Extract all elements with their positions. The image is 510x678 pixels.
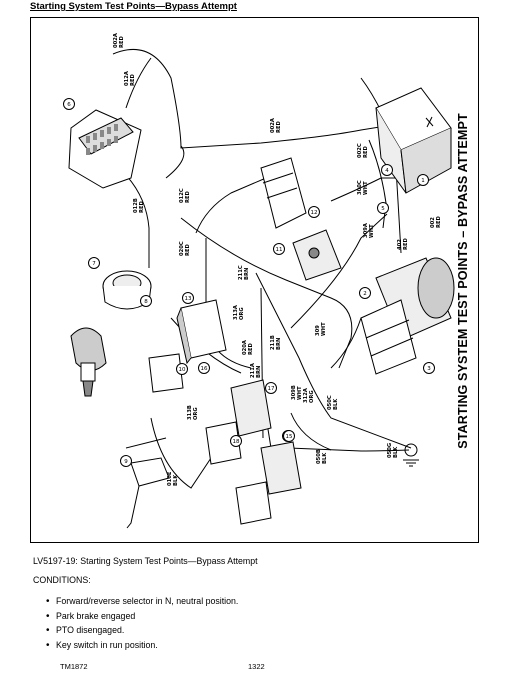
test-point-circle <box>230 435 242 447</box>
test-point-circle <box>417 174 429 186</box>
wire-label: 211BBRN <box>270 335 282 350</box>
ground-icon <box>403 443 419 467</box>
wire-label: 211ABRN <box>250 363 262 378</box>
relay-icon <box>148 299 302 525</box>
test-point-circle <box>359 287 371 299</box>
test-point-circle <box>265 382 277 394</box>
section-title: Starting System Test Points—Bypass Attem… <box>30 1 237 12</box>
test-point-number: 2 <box>363 291 367 297</box>
diagram-side-title-text: STARTING SYSTEM TEST POINTS – BYPASS ATT… <box>456 113 470 449</box>
test-point-marker: 10 <box>176 363 188 375</box>
test-point-circle <box>120 455 132 467</box>
test-point-marker: 2 <box>359 287 371 299</box>
test-point-circle <box>63 98 75 110</box>
test-point-marker: 7 <box>88 257 100 269</box>
test-point-circle <box>283 430 295 442</box>
test-point-circle <box>273 243 285 255</box>
test-point-marker: 15 <box>283 430 295 442</box>
wire-label: 002ARED <box>113 33 125 48</box>
wire-label: 050BBLK <box>316 449 328 464</box>
test-point-marker: 12 <box>308 206 320 218</box>
key-switch-icon <box>70 270 152 397</box>
test-point-number: 15 <box>286 434 293 440</box>
test-point-circle <box>423 362 435 374</box>
solenoid-icon <box>260 157 342 281</box>
wire-label: 012CRED <box>179 188 191 203</box>
test-point-number: 7 <box>92 261 96 267</box>
wire-label: 002CRED <box>357 143 369 158</box>
test-point-circle <box>140 295 152 307</box>
test-point-number: 18 <box>233 439 240 445</box>
test-point-number: 1 <box>421 178 425 184</box>
test-point-marker: 17 <box>265 382 277 394</box>
battery-icon <box>375 87 452 194</box>
diagram-side-title: STARTING SYSTEM TEST POINTS – BYPASS ATT… <box>446 18 478 542</box>
test-point-number: 17 <box>268 386 275 392</box>
wire-label: 309AWHT <box>363 223 375 238</box>
test-point-marker: 8 <box>140 295 152 307</box>
wiring-diagram: 002ARED 012ARED 002ARED 002CRED 012BRED 012CR… <box>63 33 455 529</box>
condition-item: Forward/reverse selector in N, neutral p… <box>46 594 238 609</box>
wiring-diagram-figure: 002ARED 012ARED 002ARED 002CRED 012BRED 012CR… <box>30 17 479 543</box>
test-point-number: 13 <box>185 296 192 302</box>
wire-label: 309WHT <box>315 322 327 336</box>
test-point-number: 8 <box>144 299 148 305</box>
test-point-circle <box>88 257 100 269</box>
wire-label: 050GBLK <box>387 443 399 458</box>
condition-item: Key switch in run position. <box>46 638 238 653</box>
wire-label: 012ARED <box>124 71 136 86</box>
wire-label: 312AORG <box>303 388 315 403</box>
test-point-marker: 16 <box>198 362 210 374</box>
test-point-marker: 18 <box>230 435 242 447</box>
wire-label: 313AORG <box>233 305 245 320</box>
test-point-marker: 5 <box>377 202 389 214</box>
wire-label: 002RED <box>430 215 442 228</box>
wire-label: 020ARED <box>242 340 254 355</box>
figure-caption: LV5197-19: Starting System Test Points—B… <box>33 556 258 566</box>
wire-label: 010EBLK <box>167 471 179 486</box>
test-point-marker: 1 <box>417 174 429 186</box>
test-point-circle <box>308 206 320 218</box>
wire-label: 020CRED <box>179 241 191 256</box>
footer-page-number: 1322 <box>248 662 265 671</box>
wire-label: 402RED <box>397 237 409 250</box>
test-point-number: 9 <box>124 459 128 465</box>
wire-label: 309BWHT <box>291 385 303 400</box>
condition-item: PTO disengaged. <box>46 623 238 638</box>
test-point-marker: 9 <box>120 455 132 467</box>
test-point-marker: 3 <box>423 362 435 374</box>
footer-doc-id: TM1872 <box>60 662 88 671</box>
test-point-marker: 6 <box>63 98 75 110</box>
condition-item: Park brake engaged <box>46 609 238 624</box>
test-point-number: 16 <box>201 366 208 372</box>
test-point-number: 10 <box>179 367 186 373</box>
test-point-number: 12 <box>311 210 318 216</box>
test-point-circle <box>377 202 389 214</box>
test-point-number: 6 <box>67 102 71 108</box>
test-point-number: 3 <box>427 366 431 372</box>
fuse-block-icon <box>68 109 142 189</box>
test-point-circle <box>198 362 210 374</box>
wire-label: 300CWHT <box>357 180 369 195</box>
test-point-marker: 4 <box>381 164 393 176</box>
wire-label: 050CBLK <box>327 395 339 410</box>
starter-motor-icon <box>360 257 455 375</box>
wire-label: 012BRED <box>133 198 145 213</box>
wire-label: 002ARED <box>270 118 282 133</box>
test-point-marker: 11 <box>273 243 285 255</box>
wire-label: 313BORG <box>187 405 199 420</box>
test-point-circle <box>182 292 194 304</box>
seat-switch-icon <box>126 457 170 529</box>
test-point-marker: 13 <box>182 292 194 304</box>
test-point-number: 4 <box>385 168 389 174</box>
test-point-number: 11 <box>276 247 283 253</box>
conditions-heading: CONDITIONS: <box>33 575 91 585</box>
conditions-list: Forward/reverse selector in N, neutral p… <box>46 594 238 652</box>
test-point-number: 5 <box>381 206 385 212</box>
test-point-circle <box>176 363 188 375</box>
test-point-circle <box>381 164 393 176</box>
wire-label: 211CBRN <box>238 265 250 280</box>
